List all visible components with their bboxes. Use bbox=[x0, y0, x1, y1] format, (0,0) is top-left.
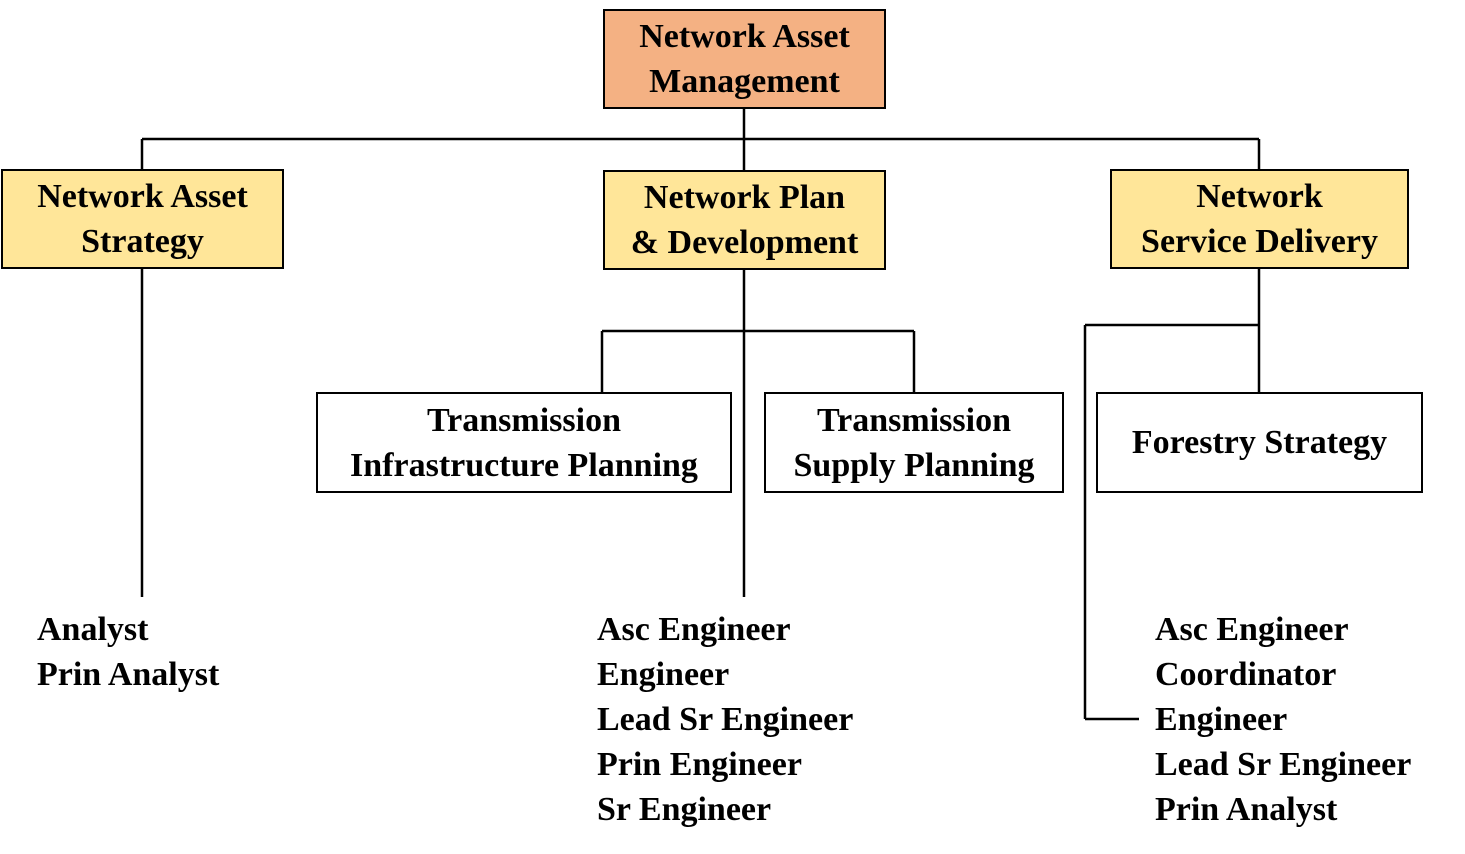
org-node-network-asset-strategy: Network Asset Strategy bbox=[1, 169, 284, 269]
role-item: Asc Engineer bbox=[597, 611, 791, 648]
role-item: Analyst bbox=[37, 611, 149, 648]
node-label-line: Forestry Strategy bbox=[1131, 424, 1388, 461]
org-node-network-plan-development: Network Plan & Development bbox=[603, 170, 886, 270]
role-item: Prin Analyst bbox=[37, 656, 220, 693]
role-list-strategy: Analyst Prin Analyst bbox=[37, 607, 219, 697]
node-label-line: Network Asset bbox=[37, 178, 248, 215]
role-item: Lead Sr Engineer bbox=[1155, 746, 1412, 783]
role-item: Sr Engineer bbox=[597, 791, 772, 828]
role-item: Prin Analyst bbox=[1155, 791, 1338, 828]
role-item: Engineer bbox=[597, 656, 730, 693]
node-label-line: Infrastructure Planning bbox=[350, 446, 698, 484]
role-item: Asc Engineer bbox=[1155, 611, 1349, 648]
role-list-service: Asc Engineer Coordinator Engineer Lead S… bbox=[1155, 607, 1411, 832]
node-label-line: Network Plan bbox=[643, 179, 846, 216]
role-item: Prin Engineer bbox=[597, 746, 802, 783]
org-node-transmission-infrastructure-planning: Transmission Infrastructure Planning bbox=[316, 392, 732, 493]
node-label-line: Network bbox=[1196, 178, 1323, 215]
node-label-line: Management bbox=[649, 63, 840, 100]
node-label-line: Service Delivery bbox=[1141, 223, 1378, 260]
node-label-line: Supply Planning bbox=[793, 446, 1035, 484]
org-node-forestry-strategy: Forestry Strategy bbox=[1096, 392, 1423, 493]
org-node-transmission-supply-planning: Transmission Supply Planning bbox=[764, 392, 1064, 493]
node-label-line: Transmission bbox=[817, 401, 1011, 439]
node-label-line: Network Asset bbox=[639, 18, 850, 55]
role-item: Lead Sr Engineer bbox=[597, 701, 854, 738]
role-item: Engineer bbox=[1155, 701, 1288, 738]
org-node-network-service-delivery: Network Service Delivery bbox=[1110, 169, 1409, 269]
role-item: Coordinator bbox=[1155, 656, 1337, 693]
role-list-plan: Asc Engineer Engineer Lead Sr Engineer P… bbox=[597, 607, 853, 832]
node-label-line: & Development bbox=[630, 224, 859, 261]
node-label-line: Transmission bbox=[427, 401, 621, 439]
node-label-line: Strategy bbox=[81, 223, 204, 260]
org-node-network-asset-management: Network Asset Management bbox=[603, 9, 886, 109]
